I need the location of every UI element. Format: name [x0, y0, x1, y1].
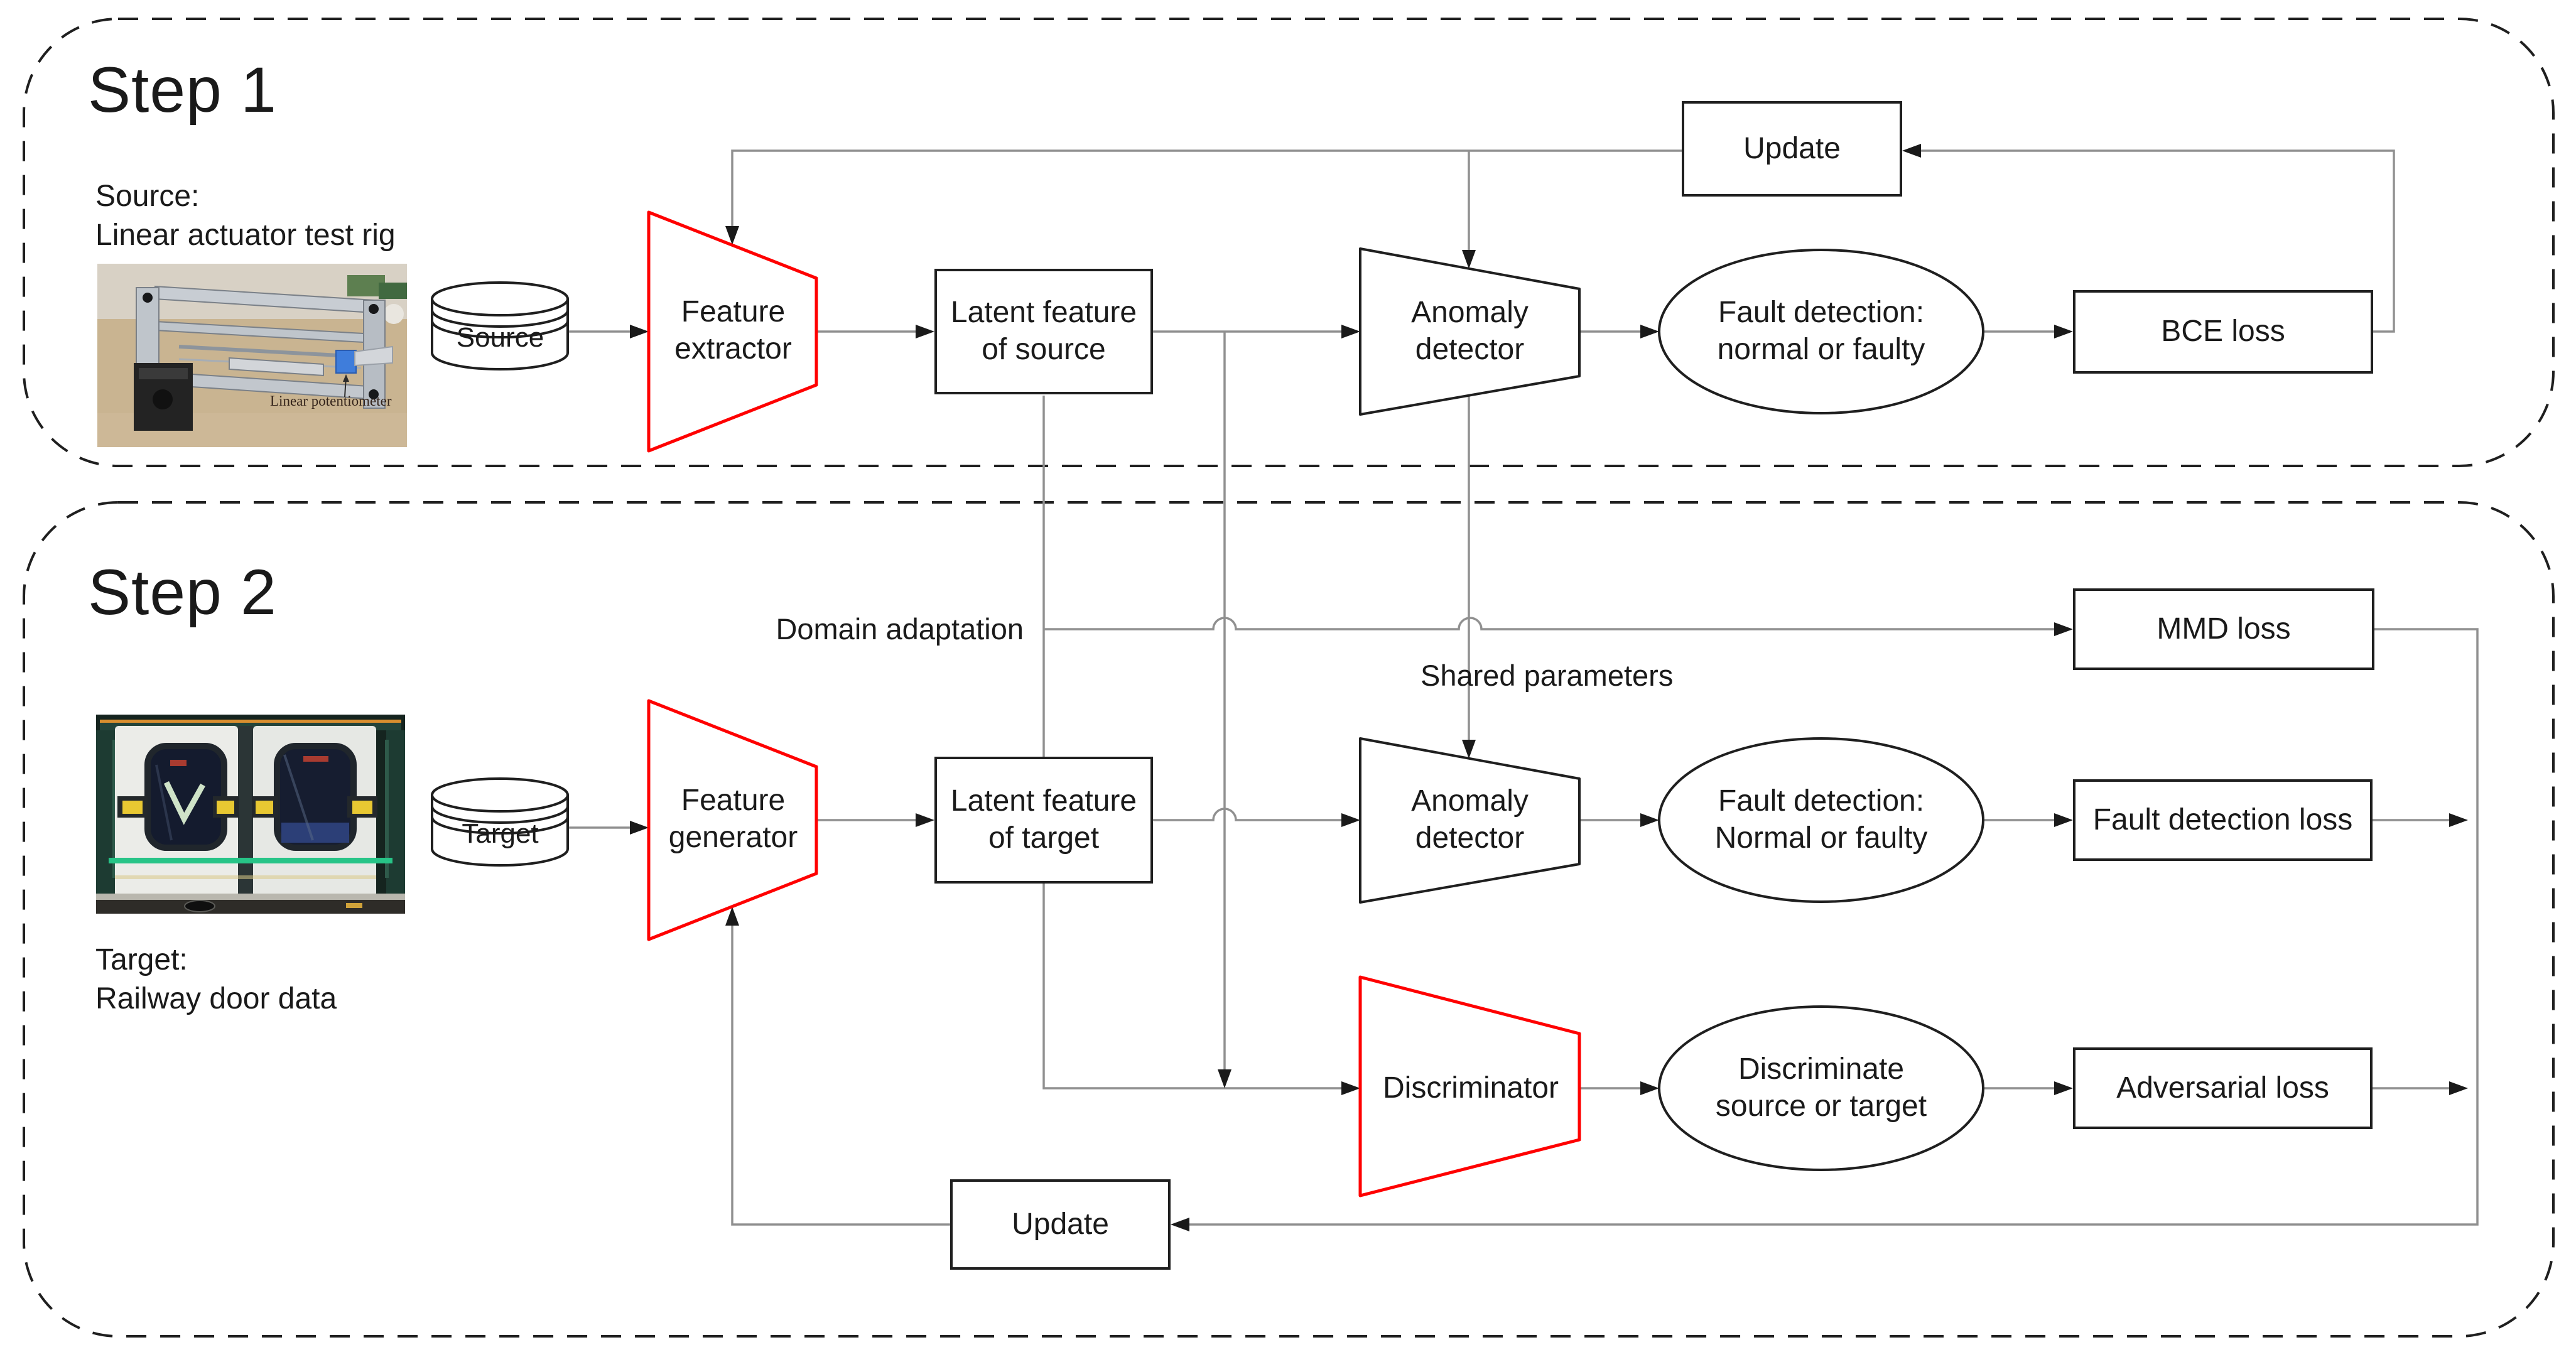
arrow-down-into-extractor-top	[725, 226, 739, 245]
arrow-into-latent-source	[916, 325, 934, 338]
arrow-into-fault-loss	[2054, 813, 2073, 827]
anomaly-detector2-shape	[1359, 737, 1581, 904]
result-ellipses	[1658, 249, 1984, 1171]
fault-detection2-ellipse	[1658, 737, 1984, 903]
network-trapezoids	[647, 210, 1581, 1198]
feature-extractor-shape	[647, 210, 818, 453]
line-update1-to-extractor	[731, 149, 1682, 229]
arrow-into-anomaly1	[1341, 325, 1360, 338]
train-door-buttons	[117, 796, 377, 818]
target-caption: Target: Railway door data	[95, 943, 337, 1016]
line-domain-adaptation-to-mmd	[1044, 617, 2057, 630]
arrow-into-update1	[1902, 144, 1921, 158]
train-handle	[184, 900, 215, 912]
update2-box: Update	[950, 1179, 1171, 1270]
step1-title: Step 1	[88, 53, 277, 126]
step1-border	[23, 18, 2555, 467]
anomaly-detector2-label: Anomaly detector	[1411, 784, 1529, 855]
fault-detection1-ellipse	[1658, 249, 1984, 414]
arrow-into-update2	[1171, 1218, 1189, 1231]
database-cylinders	[431, 281, 569, 867]
train-green-stripe	[109, 858, 392, 863]
discriminate-label: Discriminate source or target	[1715, 1052, 1927, 1123]
fault-detection1-label: Fault detection: normal or faulty	[1717, 296, 1925, 366]
source-caption: Source: Linear actuator test rig	[95, 180, 396, 252]
line-bce-feedback-to-update1	[1918, 149, 2395, 333]
latent-feature-source-box: Latent feature of source	[934, 269, 1153, 394]
adversarial-loss-box: Adversarial loss	[2073, 1047, 2373, 1129]
step2-title: Step 2	[88, 556, 277, 628]
rig-frame	[136, 285, 386, 409]
arrow-into-extractor	[630, 325, 649, 338]
target-database-icon	[431, 777, 569, 867]
arrow-up-into-generator-bottom	[725, 907, 739, 926]
line-losses-feedback-to-update2	[1186, 628, 2479, 1226]
arrow-adversarial-into-feedback	[2449, 1081, 2468, 1095]
arrow-into-adversarial	[2054, 1081, 2073, 1095]
step-borders	[23, 18, 2555, 1338]
source-database-label: Source	[456, 322, 544, 354]
feature-generator-shape	[647, 699, 818, 941]
arrow-into-fault1	[1640, 325, 1659, 338]
feature-extractor-label: Feature extractor	[674, 295, 792, 365]
line-update2-to-generator	[731, 922, 950, 1226]
line-latent-target-to-discriminator	[1042, 884, 1345, 1089]
discriminator-label: Discriminator	[1382, 1071, 1559, 1105]
arrow-down-onto-discriminator-line	[1218, 1069, 1231, 1088]
arrow-down-into-anomaly1-top	[1462, 250, 1476, 269]
arrow-into-mmd	[2054, 622, 2073, 636]
target-photo-railway-door	[96, 715, 405, 914]
source-database-icon	[431, 281, 569, 370]
arrow-into-discriminate	[1640, 1081, 1659, 1095]
fault-detection2-label: Fault detection: Normal or faulty	[1714, 784, 1928, 855]
anomaly-detector1-label: Anomaly detector	[1411, 296, 1529, 366]
photo-annotation-linear-potentiometer: Linear potentiometer	[270, 393, 392, 409]
line-latent-target-to-anomaly2	[1153, 808, 1345, 821]
discriminate-ellipse	[1658, 1005, 1984, 1171]
update1-box: Update	[1682, 101, 1902, 197]
train-orange-stripe	[100, 720, 401, 723]
feature-generator-label: Feature generator	[668, 784, 798, 854]
arrow-into-bce	[2054, 325, 2073, 338]
mmd-loss-box: MMD loss	[2073, 588, 2374, 670]
arrow-into-anomaly2	[1341, 813, 1360, 827]
shared-parameters-annotation: Shared parameters	[1421, 659, 1674, 693]
source-photo-test-rig	[97, 264, 407, 447]
arrow-into-discriminator	[1341, 1081, 1360, 1095]
domain-adaptation-annotation: Domain adaptation	[776, 612, 1024, 646]
train-window-v-mark	[163, 781, 205, 825]
discriminator-shape	[1358, 975, 1581, 1198]
arrow-into-generator	[630, 821, 649, 835]
step2-border	[23, 501, 2555, 1338]
fault-detection-loss-box: Fault detection loss	[2073, 779, 2373, 861]
anomaly-detector1-shape	[1359, 247, 1581, 416]
arrow-into-fault2	[1640, 813, 1659, 827]
arrow-down-into-anomaly2-top	[1462, 740, 1476, 759]
target-database-label: Target	[462, 818, 539, 850]
arrow-into-latent-target	[916, 813, 934, 827]
latent-feature-target-box: Latent feature of target	[934, 757, 1153, 884]
arrow-fault-loss-into-feedback	[2449, 813, 2468, 827]
rig-linear-potentiometer-part	[335, 350, 357, 374]
bce-loss-box: BCE loss	[2073, 290, 2373, 374]
train-door-gap	[238, 726, 253, 897]
arrowheads	[630, 144, 2468, 1231]
connector-lines	[568, 149, 2479, 1226]
